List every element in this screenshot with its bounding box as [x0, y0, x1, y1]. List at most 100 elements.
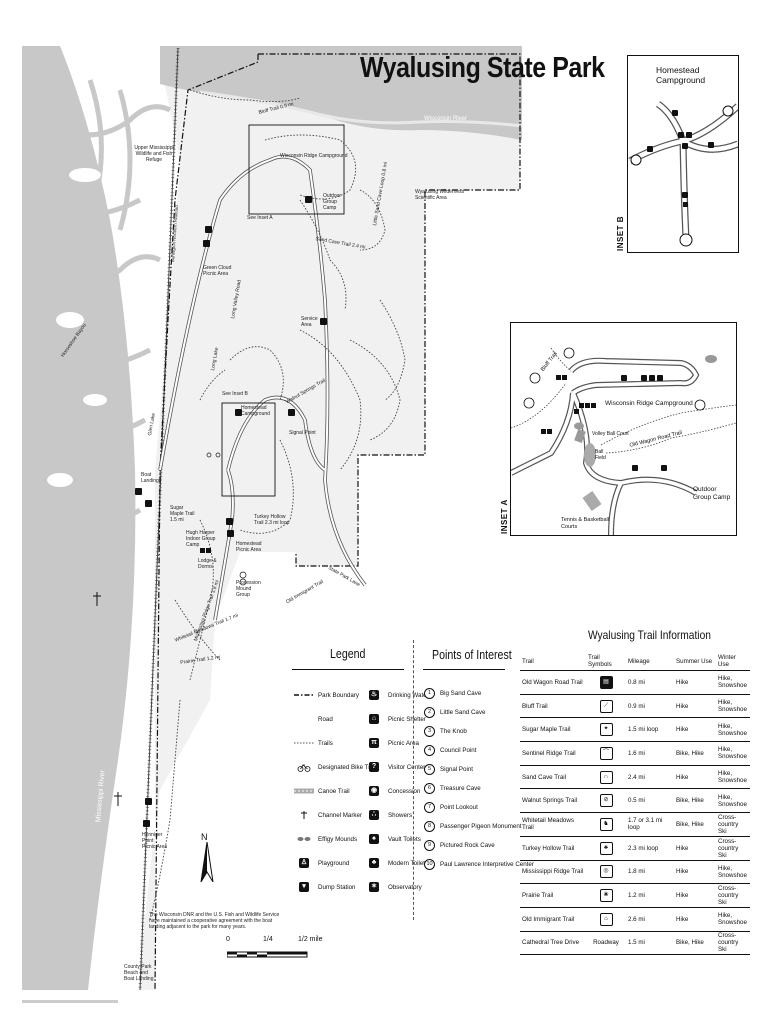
inset-a-volley-label: Volley Ball Court [592, 431, 629, 437]
channel-marker-icon [293, 810, 315, 820]
poi-label: Pictured Rock Cave [440, 841, 495, 849]
legend-label: Modern Toilets [388, 859, 429, 867]
legend-label: Vault Toilets [388, 835, 421, 843]
legend-label: Visitor Center [388, 763, 426, 771]
winter-cell: Cross-country Ski [716, 883, 750, 908]
procession-label: Procession Mound Group [236, 580, 261, 598]
bluff-icon: ⟋ [599, 699, 613, 713]
homestead-campground-label: Homestead Campground [241, 405, 270, 417]
summer-cell: Hike [674, 836, 716, 861]
inset-b-frame [221, 402, 276, 497]
poi-number: 7 [424, 801, 435, 813]
summer-cell: Bike, Hike [674, 788, 716, 814]
poi-label: Council Point [440, 746, 477, 754]
bike-icon [293, 763, 315, 772]
wilderness-label: Wyalusing Wilderness Scientific Area [415, 189, 465, 201]
summer-cell: Hike [674, 907, 716, 932]
trail-name-cell: Whitetail Meadows Trail [520, 812, 586, 837]
wisconsin-river [160, 46, 522, 140]
legend-label: Observatory [388, 883, 422, 891]
panel-divider [413, 640, 414, 920]
legend-item: Designated Bike Trail [293, 760, 376, 774]
north-label: N [201, 832, 208, 842]
sentinel-icon: ⌒ [599, 746, 613, 760]
dump-station-icon: ▾ [293, 882, 315, 892]
legend-label: Picnic Shelter [388, 715, 426, 723]
summer-cell: Hike [674, 860, 716, 885]
legend-item: Effigy Mounds [293, 832, 357, 846]
inset-a: Wisconsin Ridge Campground Volley Ball C… [510, 322, 737, 536]
mileage-cell: 0.9 mi [626, 694, 674, 719]
mississippi-river [22, 46, 136, 990]
trail-name-cell: Mississippi Ridge Trail [520, 860, 586, 885]
trail-name-cell: Sand Cave Trail [520, 765, 586, 790]
poi-label: Signal Point [440, 765, 474, 773]
picnic-shelter-icon: ⌂ [363, 714, 385, 724]
trail-name-cell: Prairie Trail [520, 883, 586, 908]
mileage-cell: 2.4 mi [626, 765, 674, 790]
legend-item: Road [293, 712, 333, 726]
trail-name-cell: Sugar Maple Trail [520, 717, 586, 743]
legend-label: Drinking Water [388, 691, 429, 699]
inset-b-tag: INSET B [616, 215, 625, 251]
table-row: Whitetail Meadows Trail♞1.7 or 3.1 mi lo… [520, 812, 750, 837]
scale-half: 1/2 mile [298, 936, 323, 943]
mileage-cell: 0.8 mi [626, 670, 674, 695]
inset-a-tennis-label: Tennis & Basketball Courts [561, 517, 609, 530]
summer-cell: Hike [674, 765, 716, 790]
poi-rule [423, 669, 505, 671]
legend-item: ◉Concession [363, 784, 420, 798]
trail-name-cell: Bluff Trail [520, 694, 586, 719]
winter-cell: Cross-country Ski [716, 931, 750, 956]
winter-cell: Hike, Snowshoe [716, 717, 750, 743]
poi-number: 2 [424, 706, 435, 718]
column-header: Winter Use [716, 652, 750, 671]
legend-label: Road [318, 715, 333, 723]
winter-cell: Hike, Snowshoe [716, 907, 750, 932]
poi-heading: Points of Interest [432, 648, 512, 662]
green-cloud-label: Green Cloud Picnic Area [203, 265, 232, 277]
mileage-cell: 2.6 mi [626, 907, 674, 932]
winter-cell: Hike, Snowshoe [716, 741, 750, 766]
vault-toilets-icon: ♠ [363, 834, 385, 844]
summer-cell: Hike [674, 717, 716, 743]
drinking-water-icon: ♨ [369, 690, 379, 700]
deer-icon: ♞ [599, 817, 613, 831]
homestead-picnic-label: Homestead Picnic Area [236, 541, 262, 553]
walnut-icon: ⊘ [599, 794, 613, 808]
hugh-harper-label: Hugh Harper Indoor Group Camp [186, 530, 216, 548]
mileage-cell: 1.8 mi [626, 860, 674, 885]
legend-label: Trails [318, 739, 333, 747]
inset-a-ball-field-label: Ball Field [595, 449, 606, 461]
winter-cell: Hike, Snowshoe [716, 788, 750, 814]
trail-symbol-cell: Roadway [586, 931, 626, 956]
summer-cell: Hike [674, 670, 716, 695]
turkey-hollow-label: Turkey Hollow Trail 2.3 mi loop [254, 514, 290, 526]
sugar-maple-label: Sugar Maple Trail 1.5 mi [170, 505, 195, 523]
legend-item: ♣Modern Toilets [363, 856, 428, 870]
turkey-icon: ♣ [599, 841, 613, 855]
park-boundary-icon [293, 693, 315, 697]
showers-icon: ∴ [363, 810, 385, 820]
legend-item: Park Boundary [293, 688, 359, 702]
inset-a-map [511, 347, 736, 535]
trail-info-table: Trail Trail Symbols Mileage Summer Use W… [520, 652, 750, 956]
poi-number: 6 [424, 782, 435, 794]
concession-icon: ◉ [369, 786, 379, 796]
wisconsin-river-label-2: Wisconsin River [424, 116, 468, 122]
winter-cell: Hike, Snowshoe [716, 694, 750, 719]
scale-bar [227, 951, 308, 958]
